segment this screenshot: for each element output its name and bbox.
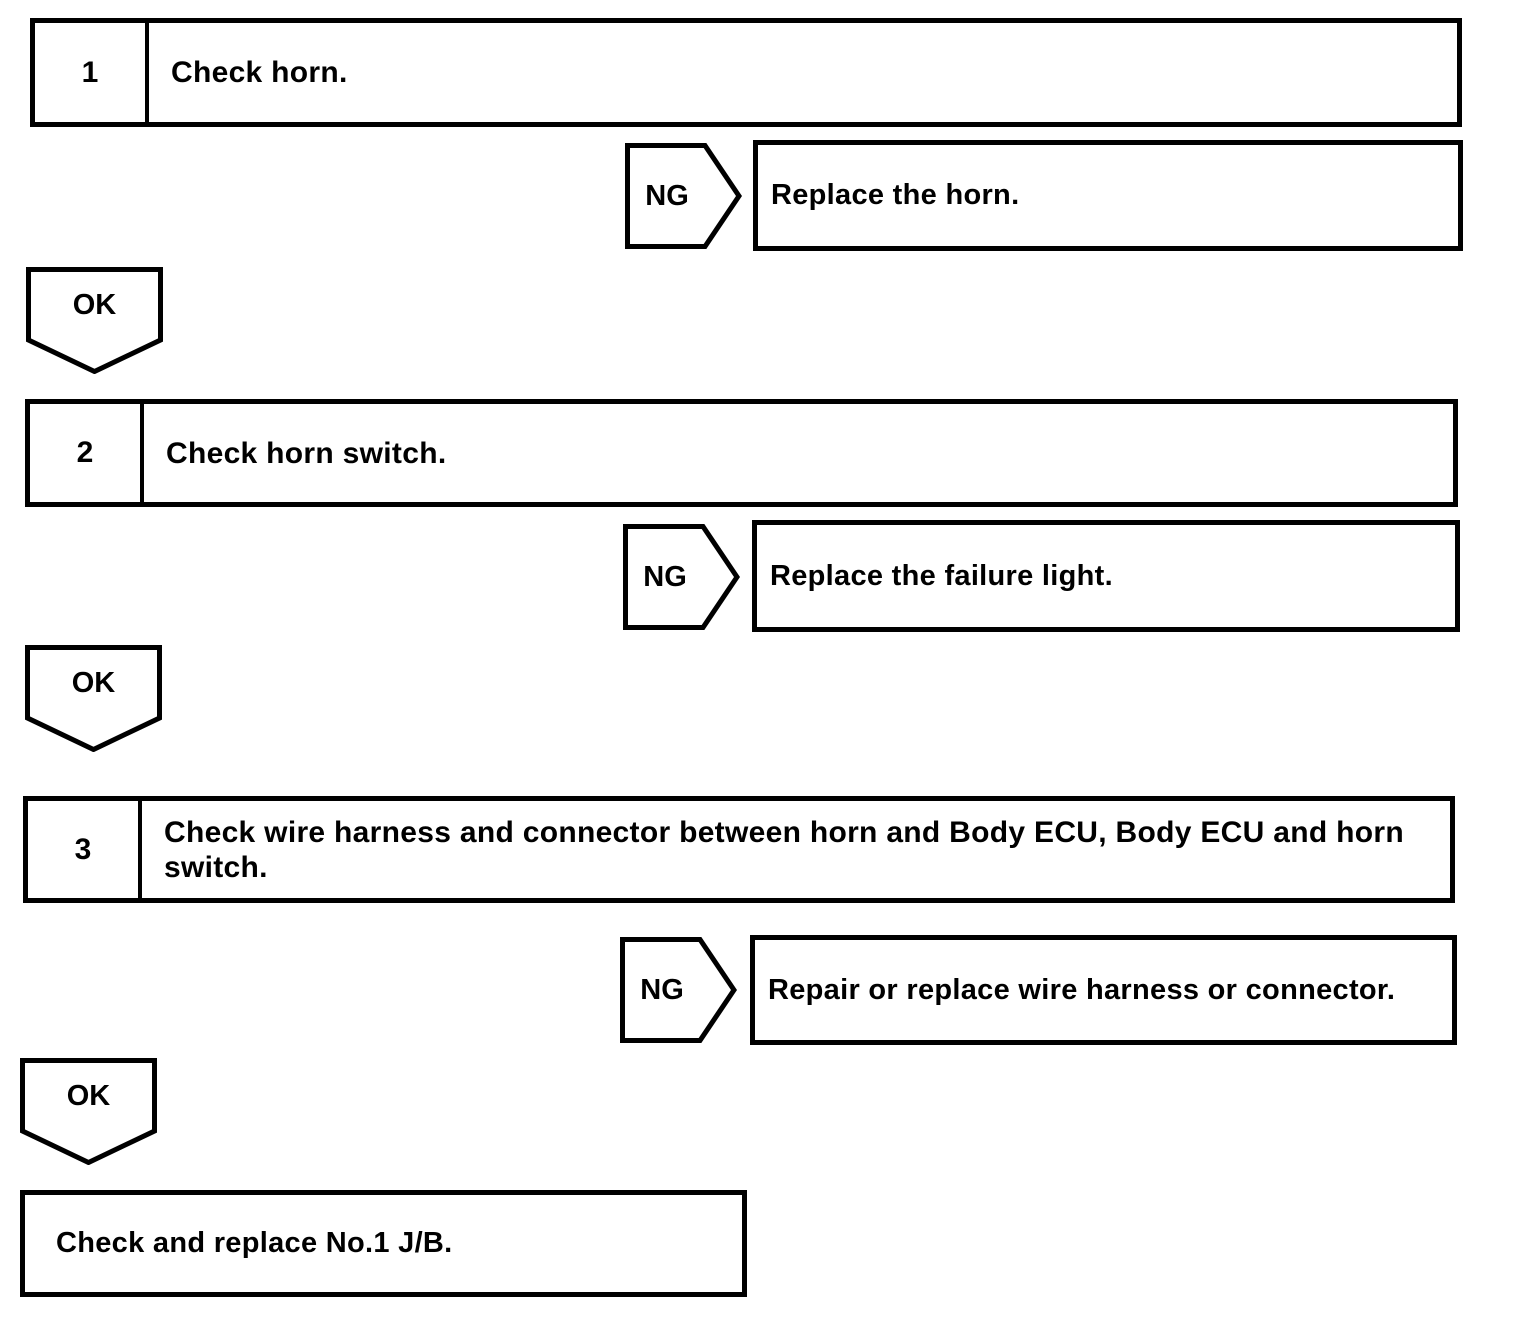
final-action-box: Check and replace No.1 J/B. — [20, 1190, 747, 1297]
step-1-ok-label: OK — [72, 288, 117, 321]
step-1-ng-label: NG — [645, 179, 689, 212]
ok-pentagon-icon — [20, 1058, 157, 1165]
step-2-ng-action-box: Replace the failure light. — [752, 520, 1460, 632]
step-1-box: 1 Check horn. — [30, 18, 1462, 127]
step-3-ok-label: OK — [66, 1079, 111, 1112]
step-2-ok-label: OK — [71, 666, 116, 699]
step-1-instruction: Check horn. — [171, 56, 348, 89]
step-1-ng-action-text: Replace the horn. — [771, 179, 1020, 211]
step-3-number: 3 — [28, 801, 142, 898]
step-3-box: 3 Check wire harness and connector betwe… — [23, 796, 1455, 903]
step-3-ng-connector: NG — [620, 937, 737, 1043]
step-3-ok-connector: OK — [20, 1058, 157, 1165]
ng-pentagon-icon — [625, 143, 742, 249]
step-2-box: 2 Check horn switch. — [25, 399, 1458, 507]
ng-pentagon-icon — [620, 937, 737, 1043]
step-3-ng-action-text: Repair or replace wire harness or connec… — [768, 973, 1396, 1006]
step-1-ok-connector: OK — [26, 267, 163, 374]
final-action-text: Check and replace No.1 J/B. — [56, 1227, 453, 1259]
step-1-ng-action-box: Replace the horn. — [753, 140, 1463, 251]
step-2-ok-connector: OK — [25, 645, 162, 752]
ok-pentagon-icon — [25, 645, 162, 752]
step-2-ng-connector: NG — [623, 524, 740, 630]
step-3-ng-label: NG — [640, 973, 684, 1006]
step-2-number: 2 — [30, 404, 144, 502]
step-3-instruction: Check wire harness and connector between… — [164, 815, 1404, 884]
step-2-ng-label: NG — [643, 560, 687, 593]
step-1-ng-connector: NG — [625, 143, 742, 249]
step-3-ng-action-box: Repair or replace wire harness or connec… — [750, 935, 1457, 1045]
step-2-ng-action-text: Replace the failure light. — [770, 559, 1113, 592]
step-2-instruction: Check horn switch. — [166, 436, 447, 470]
step-1-number: 1 — [35, 23, 149, 122]
ok-pentagon-icon — [26, 267, 163, 374]
ng-pentagon-icon — [623, 524, 740, 630]
